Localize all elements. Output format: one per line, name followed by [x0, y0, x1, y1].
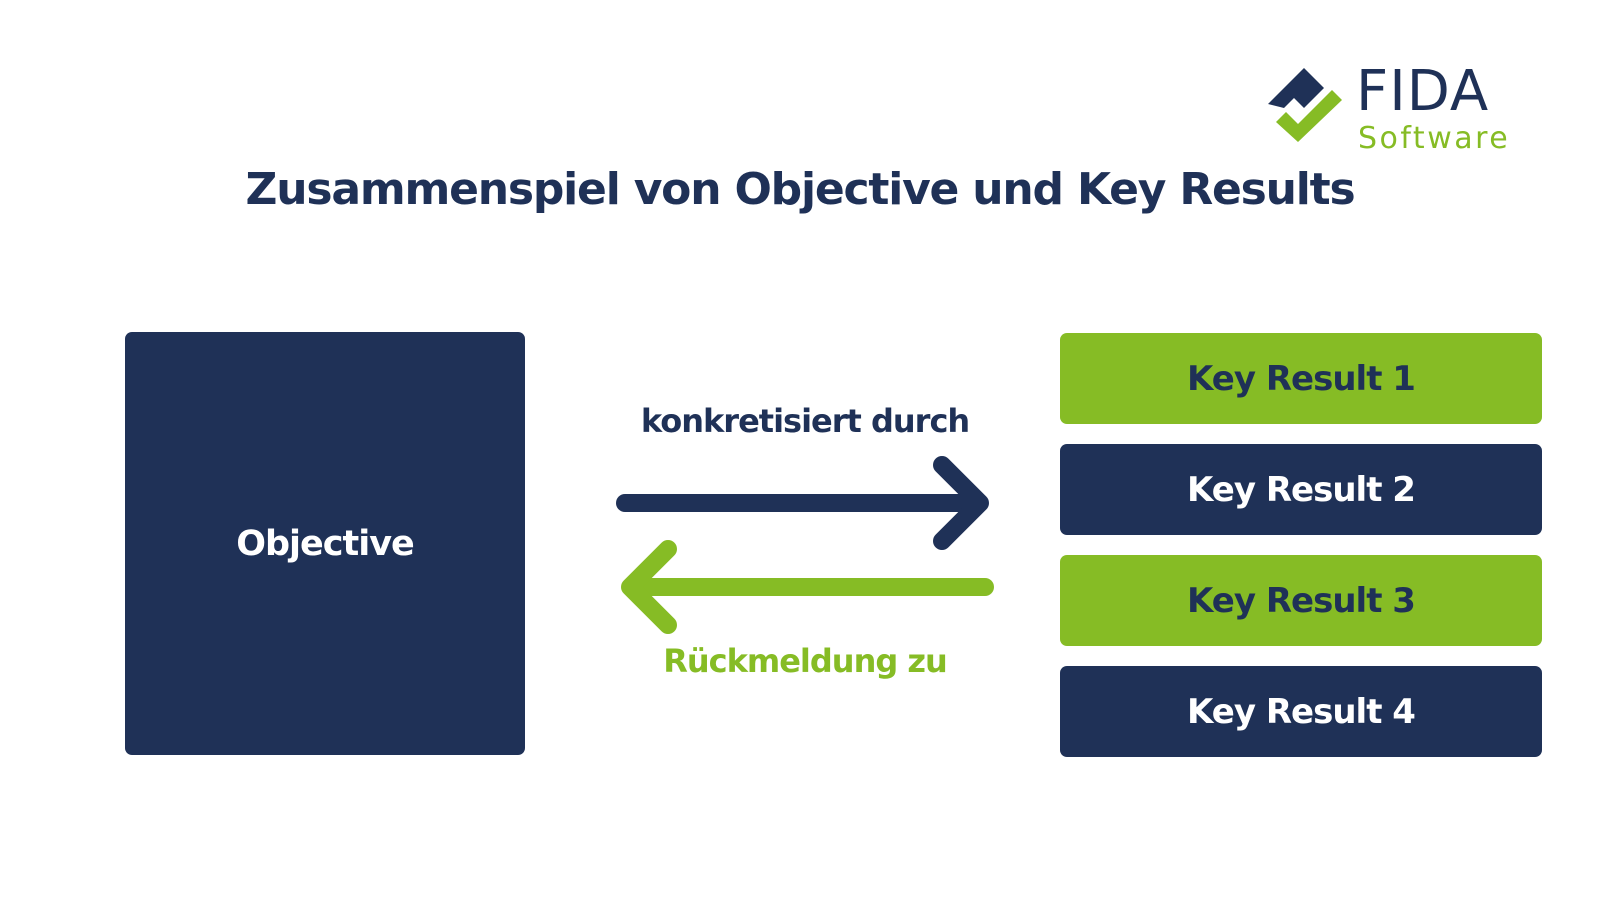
logo-green-check	[1276, 90, 1342, 142]
backward-arrow-icon	[621, 540, 994, 634]
key-result-4: Key Result 4	[1060, 666, 1542, 757]
logo-navy-diamond	[1268, 68, 1324, 108]
key-result-4-label: Key Result 4	[1187, 691, 1416, 732]
key-result-3: Key Result 3	[1060, 555, 1542, 646]
key-result-2-label: Key Result 2	[1187, 469, 1416, 510]
key-result-3-label: Key Result 3	[1187, 580, 1416, 621]
key-result-2: Key Result 2	[1060, 444, 1542, 535]
relation-arrows	[616, 456, 994, 634]
objective-box: Objective	[125, 332, 525, 755]
fida-logo-mark-icon	[1268, 68, 1342, 142]
page-title: Zusammenspiel von Objective und Key Resu…	[245, 164, 1356, 215]
backward-relation-label: Rückmeldung zu	[663, 642, 948, 680]
forward-arrow-icon	[616, 456, 989, 550]
fida-logo: FIDA Software	[1268, 64, 1528, 160]
objective-label: Objective	[236, 523, 415, 564]
key-result-1-label: Key Result 1	[1187, 358, 1416, 399]
forward-relation-label: konkretisiert durch	[640, 402, 970, 440]
key-result-1: Key Result 1	[1060, 333, 1542, 424]
logo-brand-text: FIDA	[1356, 59, 1490, 124]
key-results-list: Key Result 1 Key Result 2 Key Result 3 K…	[1060, 333, 1542, 777]
logo-tagline-text: Software	[1358, 121, 1511, 156]
